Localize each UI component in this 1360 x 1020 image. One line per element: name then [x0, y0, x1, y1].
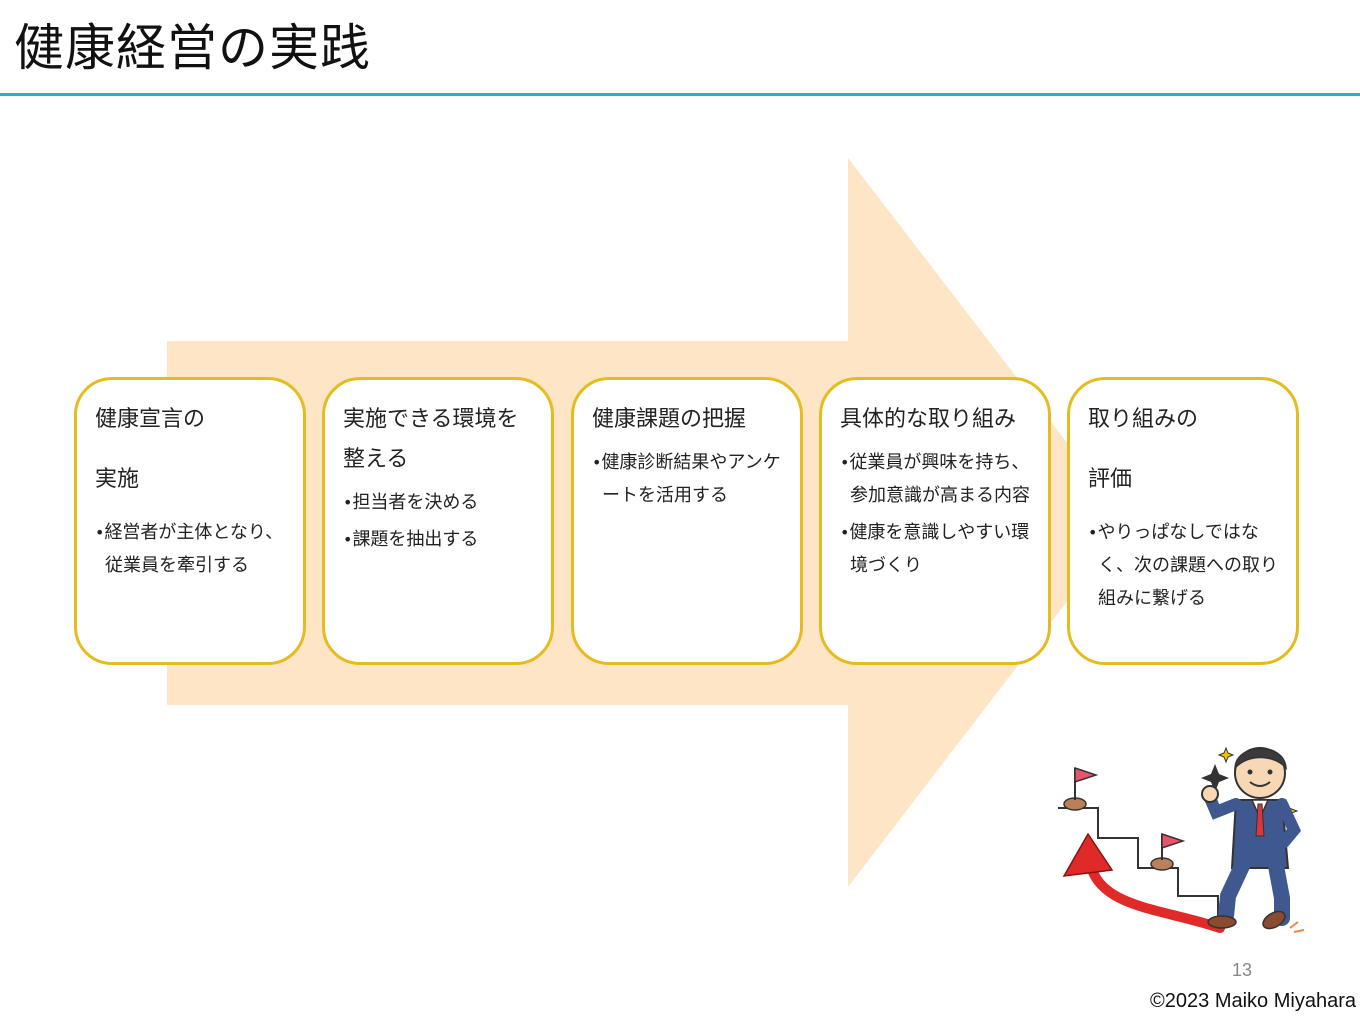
step-title: 健康宣言の 実施: [95, 390, 289, 510]
step-title: 健康課題の把握: [592, 400, 786, 440]
step-bullets: やりっぱなしではなく、次の課題への取り組みに繋げる: [1088, 516, 1282, 615]
bullet-item: 従業員が興味を持ち、参加意識が高まる内容: [840, 446, 1034, 512]
step-bullets: 従業員が興味を持ち、参加意識が高まる内容 健康を意識しやすい環境づくり: [840, 446, 1034, 582]
step-card-3: 健康課題の把握 健康診断結果やアンケートを活用する: [571, 377, 803, 665]
page-number: 13: [1222, 960, 1262, 981]
copyright-notice: ©2023 Maiko Miyahara: [1150, 990, 1356, 1013]
businessman-climbing-stairs-icon: [1050, 738, 1310, 938]
bullet-item: 課題を抽出する: [343, 523, 537, 556]
step-card-1: 健康宣言の 実施 経営者が主体となり、従業員を牽引する: [74, 377, 306, 665]
bullet-item: 健康を意識しやすい環境づくり: [840, 516, 1034, 582]
step-card-5: 取り組みの 評価 やりっぱなしではなく、次の課題への取り組みに繋げる: [1067, 377, 1299, 665]
step-title: 実施できる環境を整える: [343, 400, 537, 480]
step-title: 取り組みの 評価: [1088, 390, 1282, 510]
step-card-2: 実施できる環境を整える 担当者を決める 課題を抽出する: [322, 377, 554, 665]
bullet-item: やりっぱなしではなく、次の課題への取り組みに繋げる: [1088, 516, 1282, 615]
bullet-item: 健康診断結果やアンケートを活用する: [592, 446, 786, 512]
step-bullets: 経営者が主体となり、従業員を牽引する: [95, 516, 289, 582]
step-bullets: 健康診断結果やアンケートを活用する: [592, 446, 786, 512]
step-bullets: 担当者を決める 課題を抽出する: [343, 486, 537, 556]
bullet-item: 経営者が主体となり、従業員を牽引する: [95, 516, 289, 582]
step-title: 具体的な取り組み: [840, 400, 1034, 440]
bullet-item: 担当者を決める: [343, 486, 537, 519]
step-card-4: 具体的な取り組み 従業員が興味を持ち、参加意識が高まる内容 健康を意識しやすい環…: [819, 377, 1051, 665]
